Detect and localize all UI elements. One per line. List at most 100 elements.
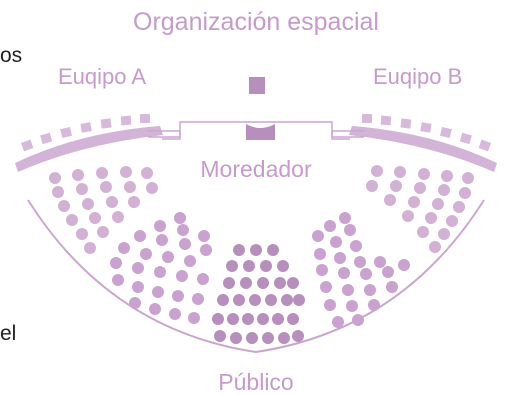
stage-outline [162,121,350,140]
audience-seat [390,180,402,192]
audience-seat [281,294,293,306]
audience-seat [154,220,166,232]
team-a-chairs [20,113,151,152]
audience-seat [257,277,269,289]
audience-seat [408,196,420,208]
audience-block-left-outer [49,166,158,254]
audience-seat [314,248,326,260]
audience-seat [214,330,226,342]
audience-seat [371,165,383,177]
team-b-bench [349,126,497,172]
audience-seat [132,262,144,274]
team-a-chair [120,115,132,126]
team-a-chair [20,139,34,152]
moderator-desk [246,124,275,140]
audience-seat [293,294,305,306]
stage-step-left [148,130,181,138]
audience-seat [112,274,124,286]
audience-seat [192,293,204,305]
audience-seat [58,200,70,212]
team-b-chair [440,126,452,138]
moderator-podium [249,77,265,94]
diagram-title: Organización espacial [133,8,379,36]
team-b-chair [478,139,492,152]
audience-seat [260,260,272,272]
audience-seat [249,294,261,306]
audience-seat [267,244,279,256]
audience-seat [154,266,166,278]
audience-seat [197,273,209,285]
audience-seat [342,284,354,296]
stage-step-right [331,130,364,138]
team-a-chair [80,122,92,133]
audience-seat [152,286,164,298]
audience-seat [76,228,88,240]
team-a-chair [60,126,72,138]
audience-seat [453,201,465,213]
audience-seat [398,259,410,271]
audience-seat [134,230,146,242]
audience-seat [233,294,245,306]
audience-seat [198,230,210,242]
audience-seat [141,167,153,179]
audience-seat [76,183,88,195]
audience-seat [156,234,168,246]
audience-seat [257,313,269,325]
audience-seat [149,303,161,315]
audience-seat [386,281,398,293]
audience-seat [324,220,336,232]
audience-seat [177,224,189,236]
audience-seat [118,242,130,254]
audience-seat [129,297,141,309]
audience-seat [272,313,284,325]
audience-seat [274,277,286,289]
audience-seat [354,256,366,268]
audience-seat [132,281,144,293]
audience-seat [338,267,350,279]
audience-seat [292,330,304,342]
audience-seat [243,260,255,272]
audience-seat [394,166,406,178]
audience-seat [312,230,324,242]
audience-seat [176,270,188,282]
audience-seat [459,187,471,199]
audience-seat [146,182,158,194]
audience-seat [368,299,380,311]
team-b-chair [459,132,472,145]
audience-seat [374,256,386,268]
audience-seat [174,212,186,224]
audience-seat [382,266,394,278]
audience-seat [96,167,108,179]
audience-seat [418,168,430,180]
audience-seat [97,226,109,238]
audience-seat [344,224,356,236]
audience-seat [277,260,289,272]
team-a-chair [40,132,53,145]
audience-seat [110,257,122,269]
team-b-chair [400,118,412,129]
audience-seat [324,299,336,311]
stage [148,121,364,140]
audience-seat [287,277,299,289]
audience-seat [72,169,84,181]
audience-seat [120,166,132,178]
audience-seat [200,244,212,256]
audience-seat [278,332,290,344]
audience-seat [184,255,196,267]
audience-seat [332,316,344,328]
audience-seat [66,214,78,226]
audience-seat [441,170,453,182]
audience-seat [246,332,258,344]
audience-seat [169,308,181,320]
audience-seat [188,312,200,324]
audience-seat [82,198,94,210]
audience-seat [414,182,426,194]
audience-seat [330,236,342,248]
audience-seat [106,196,118,208]
audience-seat [226,260,238,272]
audience-block-center [212,244,305,344]
cropped-text-bottom: el [0,322,17,345]
audience-seat [89,212,101,224]
audience-seat [230,332,242,344]
